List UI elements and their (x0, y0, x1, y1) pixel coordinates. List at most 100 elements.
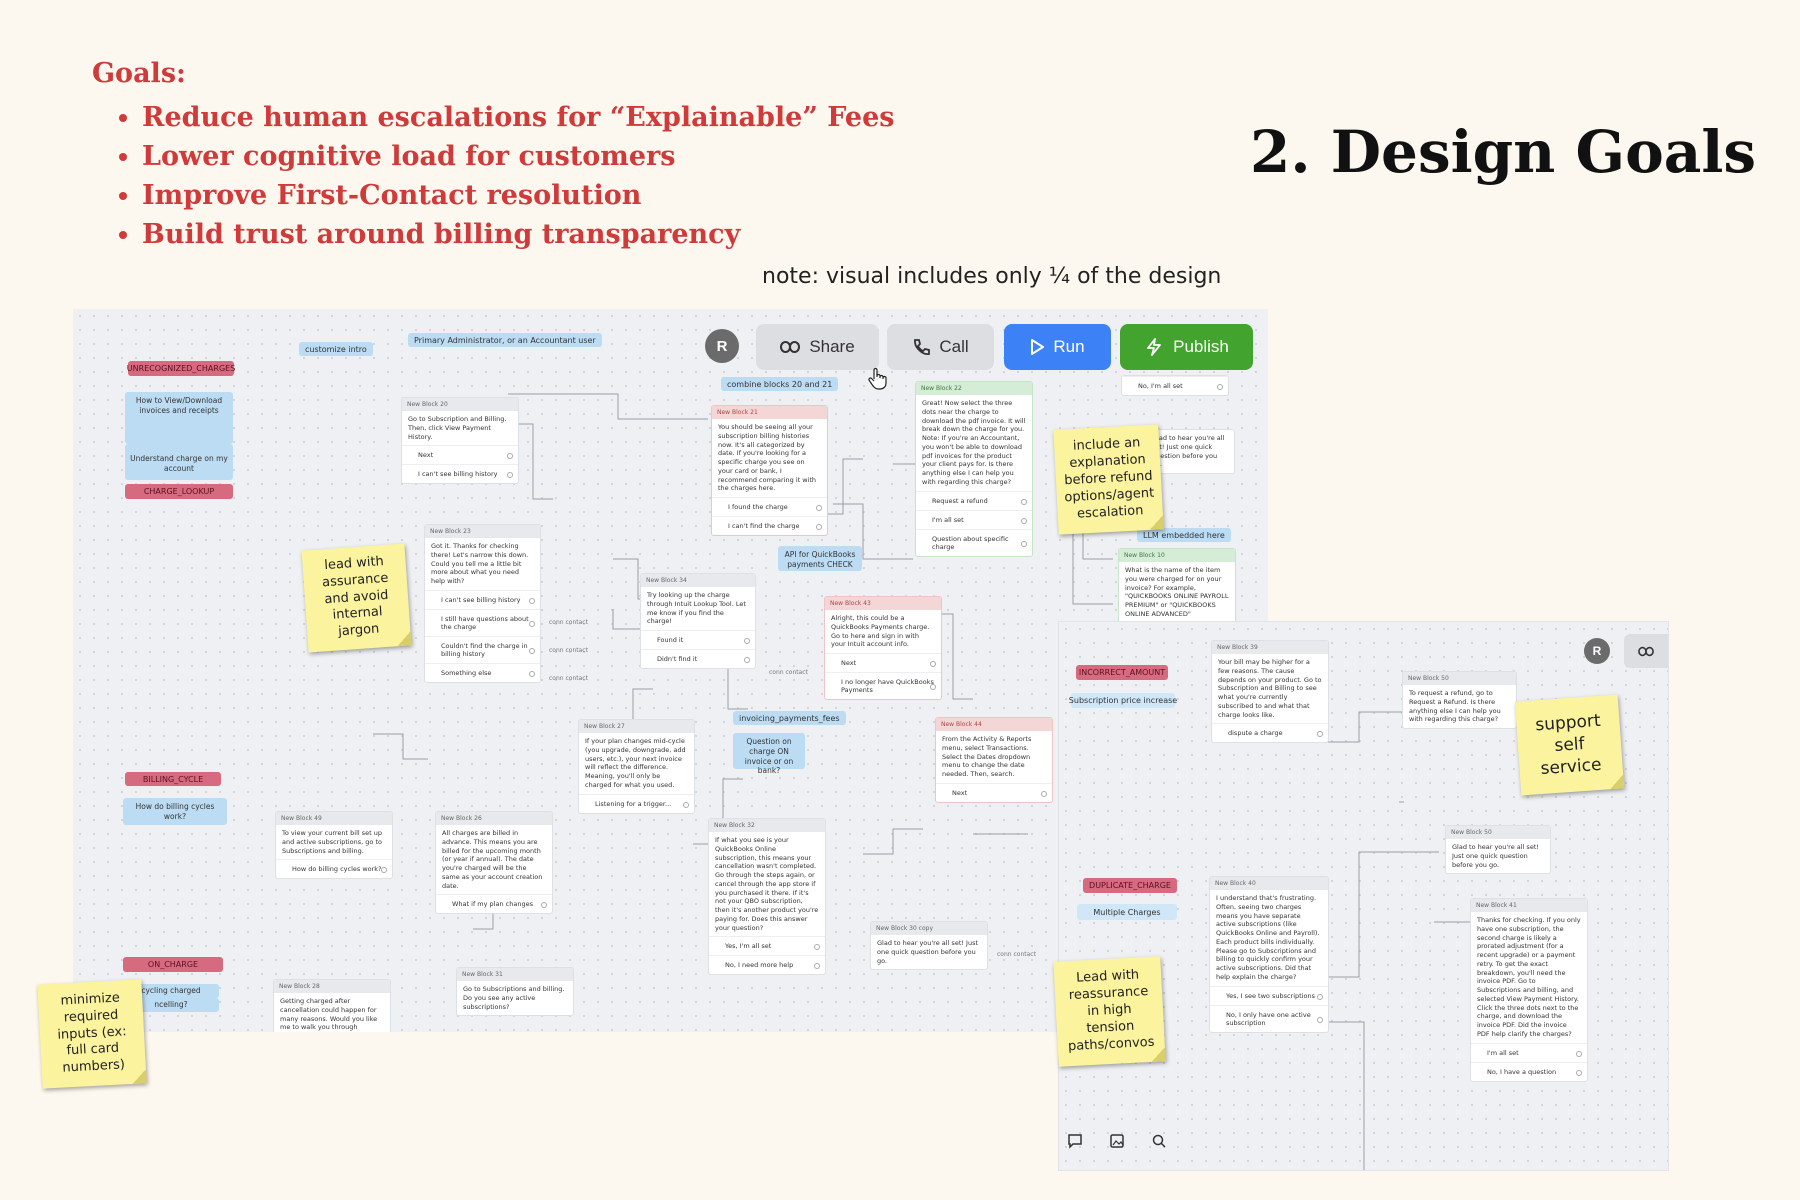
billing-cycles-bubble[interactable]: How do billing cycles work? (123, 798, 227, 825)
connect-link[interactable]: conn contact (549, 646, 588, 654)
link-icon (1638, 646, 1654, 656)
flow-block-43[interactable]: New Block 43 Alright, this could be a Qu… (824, 596, 942, 701)
block-option[interactable]: No, I only have one active subscription (1210, 1004, 1328, 1032)
block-option[interactable]: I found the charge (712, 497, 827, 516)
image-icon[interactable] (1109, 1133, 1125, 1149)
block-option[interactable]: Didn't find it (641, 649, 755, 668)
block-option[interactable]: What if my plan changes (436, 894, 552, 913)
cancelling-bubble[interactable]: ncelling? (123, 998, 219, 1012)
intent-billing-cycle[interactable]: BILLING_CYCLE (125, 772, 221, 786)
block-option[interactable]: Something else (425, 662, 540, 682)
run-button[interactable]: Run (1004, 324, 1111, 370)
search-icon[interactable] (1151, 1133, 1167, 1149)
question-on-charge-bubble[interactable]: Question on charge ON invoice or on bank… (733, 733, 805, 775)
invoicing-fees-tag[interactable]: invoicing_payments_fees (733, 711, 846, 725)
customize-intro-tag[interactable]: customize intro (299, 342, 373, 356)
connect-link[interactable]: conn contact (769, 668, 808, 676)
share-button[interactable]: Share (756, 324, 879, 370)
phone-icon (914, 339, 931, 355)
block-option[interactable]: Next (936, 782, 1052, 802)
hand-cursor-icon (868, 367, 887, 390)
flow-block-top-right[interactable]: No, I'm all set (1121, 375, 1229, 396)
api-quickbooks-tag[interactable]: API for QuickBooks payments CHECK (778, 546, 862, 571)
flow-block-44[interactable]: New Block 44 From the Activity & Reports… (935, 717, 1053, 803)
intent-charge-lookup[interactable]: CHARGE_LOOKUP (125, 484, 233, 499)
flow-block-26[interactable]: New Block 26 All charges are billed in a… (435, 811, 553, 915)
block-option[interactable]: I'm all set (1471, 1042, 1587, 1062)
connect-link[interactable]: conn contact (997, 950, 1036, 958)
lightning-icon (1147, 338, 1162, 356)
user-avatar[interactable]: R (705, 329, 739, 363)
flow-block-27[interactable]: New Block 27 If your plan changes mid-cy… (578, 719, 695, 814)
price-increase-tag[interactable]: Subscription price increase (1069, 693, 1177, 708)
play-icon (1031, 339, 1045, 355)
primary-admin-tag[interactable]: Primary Administrator, or an Accountant … (408, 333, 602, 347)
block-option[interactable]: How do billing cycles work? (276, 859, 392, 878)
sticky-note[interactable]: include an explanation before refund opt… (1053, 424, 1164, 535)
flow-block-41[interactable]: New Block 41 Thanks for checking. If you… (1470, 898, 1588, 1082)
block-option[interactable]: Listening for a trigger... (579, 793, 694, 813)
block-option[interactable]: dispute a charge (1212, 723, 1328, 742)
view-download-bubble[interactable]: How to View/Download invoices and receip… (125, 392, 233, 444)
flow-block-32[interactable]: New Block 32 If what you see is your Qui… (708, 818, 826, 976)
flow-block-30-copy[interactable]: New Block 30 copy Glad to hear you're al… (870, 921, 988, 971)
combine-blocks-tag[interactable]: combine blocks 20 and 21 (721, 377, 839, 391)
block-option[interactable]: Request a refund (916, 490, 1032, 510)
block-option[interactable]: No, I have a question (1471, 1061, 1587, 1081)
understand-charge-bubble[interactable]: Understand charge on my account (125, 444, 233, 480)
comment-icon[interactable] (1067, 1133, 1083, 1149)
connect-link[interactable]: conn contact (549, 618, 588, 626)
user-avatar[interactable]: R (1584, 638, 1610, 664)
multiple-charges-tag[interactable]: Multiple Charges (1077, 904, 1177, 920)
block-option[interactable]: I can't see billing history (425, 589, 540, 609)
goal-item: Build trust around billing transparency (142, 215, 895, 254)
block-option[interactable]: I no longer have QuickBooks Payments (825, 672, 941, 699)
intent-duplicate-charge[interactable]: DUPLICATE_CHARGE (1083, 878, 1177, 893)
flow-block-31[interactable]: New Block 31 Go to Subscriptions and bil… (456, 967, 574, 1017)
block-option[interactable]: I'm all set (916, 509, 1032, 529)
sticky-note[interactable]: Lead with reassurance in high tension pa… (1053, 956, 1166, 1067)
share-link-button[interactable] (1624, 634, 1668, 668)
flow-block-20[interactable]: New Block 20 Go to Subscription and Bill… (401, 397, 519, 485)
link-icon (780, 341, 801, 353)
block-option[interactable]: Next (825, 653, 941, 672)
flow-block-23[interactable]: New Block 23 Got it. Thanks for checking… (424, 524, 541, 683)
intent-on-charge[interactable]: ON_CHARGE (123, 957, 223, 972)
goal-item: Improve First-Contact resolution (142, 176, 895, 215)
sticky-note[interactable]: lead with assurance and avoid internal j… (301, 543, 412, 653)
block-option[interactable]: Yes, I'm all set (709, 936, 825, 955)
flow-block-22[interactable]: New Block 22 Great! Now select the three… (915, 381, 1033, 557)
block-option[interactable]: No, I'm all set (1122, 376, 1228, 395)
sticky-note[interactable]: support self service (1514, 694, 1625, 796)
block-option[interactable]: I still have questions about the charge (425, 608, 540, 636)
flow-block-34[interactable]: New Block 34 Try looking up the charge t… (640, 573, 756, 670)
connect-link[interactable]: conn contact (549, 674, 588, 682)
flow-block-50[interactable]: New Block 50 To request a refund, go to … (1402, 671, 1517, 730)
block-option[interactable]: Yes, I see two subscriptions (1210, 985, 1328, 1005)
block-option[interactable]: Found it (641, 630, 755, 649)
sticky-note[interactable]: minimize required inputs (ex: full card … (37, 979, 147, 1089)
flow-block-28[interactable]: New Block 28 Getting charged after cance… (273, 979, 391, 1032)
flow-block-39[interactable]: New Block 39 Your bill may be higher for… (1211, 640, 1329, 744)
call-button[interactable]: Call (887, 324, 994, 370)
page-title: 2. Design Goals (1250, 118, 1757, 186)
goals-list: Reduce human escalations for “Explainabl… (110, 98, 895, 254)
flow-block-50-glad[interactable]: New Block 50 Glad to hear you're all set… (1445, 825, 1551, 875)
block-option[interactable]: Next (402, 445, 518, 464)
block-option[interactable]: No, I need more help (709, 955, 825, 974)
intent-unrecognized-charges[interactable]: UNRECOGNIZED_CHARGES (127, 361, 235, 376)
llm-embedded-tag[interactable]: LLM embedded here (1137, 528, 1231, 542)
flow-block-10[interactable]: New Block 10 What is the name of the ite… (1118, 548, 1236, 624)
block-option[interactable]: I can't find the charge (712, 516, 827, 535)
intent-incorrect-amount[interactable]: INCORRECT_AMOUNT (1076, 665, 1168, 680)
goals-title: Goals: (92, 58, 186, 89)
block-option[interactable]: Couldn't find the charge in billing hist… (425, 635, 540, 663)
publish-button[interactable]: Publish (1120, 324, 1253, 370)
block-option[interactable]: I can't see billing history (402, 464, 518, 483)
block-option[interactable]: Question about specific charge (916, 528, 1032, 556)
flow-block-21[interactable]: New Block 21 You should be seeing all yo… (711, 405, 828, 537)
goal-item: Reduce human escalations for “Explainabl… (142, 98, 895, 137)
cycling-charged-bubble[interactable]: cycling charged (123, 984, 219, 998)
flow-block-40[interactable]: New Block 40 I understand that's frustra… (1209, 876, 1329, 1033)
flow-block-49[interactable]: New Block 49 To view your current bill s… (275, 811, 393, 880)
